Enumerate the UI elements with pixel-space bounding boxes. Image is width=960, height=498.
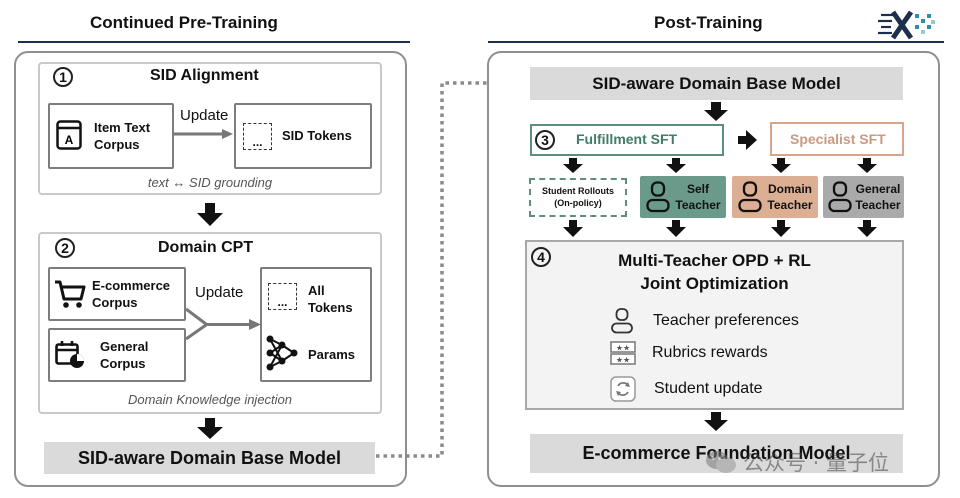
- calendar-chart-icon: [55, 341, 85, 369]
- opd-item-student-update: Student update: [610, 376, 763, 402]
- rubric-stars-icon: ★★ ★★: [610, 341, 636, 365]
- domain-cpt-title: Domain CPT: [158, 239, 254, 256]
- fulfillment-sft-label: Fulfillment SFT: [576, 131, 678, 147]
- down-arrow-left-2: [197, 418, 223, 440]
- opd-title-line1: Multi-Teacher OPD + RL: [618, 251, 811, 270]
- all-tokens-label: All Tokens: [308, 283, 353, 315]
- down-arrow-opd-2: [666, 220, 686, 238]
- domain-teacher-label: Domain Teacher: [767, 182, 813, 212]
- down-arrow-self-teacher: [666, 158, 686, 174]
- params-label: Params: [308, 347, 355, 362]
- right-title-rule: [488, 41, 944, 43]
- opd-item-teacher-preferences: Teacher preferences: [611, 308, 799, 334]
- teacher-preferences-label: Teacher preferences: [653, 312, 799, 329]
- teacher-icon: [738, 181, 762, 213]
- ecommerce-corpus-box: [48, 267, 186, 321]
- domain-teacher-box: Domain Teacher: [732, 176, 818, 218]
- item-text-corpus-label: Item Text Corpus: [94, 120, 151, 152]
- sid-tokens-label: SID Tokens: [282, 128, 352, 143]
- specialist-sft-box: [770, 122, 904, 156]
- refresh-icon: [610, 376, 636, 402]
- watermark: 公众号 · 量子位: [705, 447, 889, 477]
- step-2-badge: 2: [55, 238, 75, 258]
- general-teacher-box: General Teacher: [823, 176, 904, 218]
- student-rollouts-box: [529, 178, 627, 217]
- down-arrow-opd-3: [771, 220, 791, 238]
- svg-text:A: A: [65, 133, 74, 147]
- right-section-title: Post-Training: [654, 13, 763, 32]
- ellipsis-token-icon-2: ...: [268, 283, 297, 310]
- ellipsis-token-icon: ...: [243, 123, 272, 150]
- domain-cpt-caption: Domain Knowledge injection: [127, 392, 293, 407]
- fulfillment-sft-box: [530, 124, 724, 156]
- brand-logo-icon: [875, 9, 937, 41]
- left-output-model-bar: SID-aware Domain Base Model: [44, 442, 375, 474]
- watermark-text: 公众号 · 量子位: [743, 451, 890, 475]
- student-rollouts-label: Student Rollouts (On-policy): [542, 186, 614, 208]
- down-arrow-right-1: [704, 102, 728, 122]
- all-tokens-params-box: [260, 267, 372, 382]
- general-corpus-label: General Corpus: [100, 339, 149, 371]
- step-3-badge: 3: [535, 130, 555, 150]
- wechat-icon: [705, 449, 737, 475]
- self-teacher-box: Self Teacher: [640, 176, 726, 218]
- teacher-icon: [828, 181, 852, 213]
- right-input-model-bar: SID-aware Domain Base Model: [530, 67, 903, 100]
- down-arrow-opd-4: [857, 220, 877, 238]
- down-arrow-domain-teacher: [771, 158, 791, 174]
- step-1-badge: 1: [53, 67, 73, 87]
- document-icon: A: [56, 120, 82, 150]
- general-teacher-label: General Teacher: [855, 182, 901, 212]
- multi-teacher-opd-box: [525, 240, 904, 410]
- self-teacher-label: Self Teacher: [675, 182, 721, 212]
- down-arrow-general-teacher: [857, 158, 877, 174]
- item-text-corpus-box: [48, 103, 174, 169]
- ecommerce-corpus-label: E-commerce Corpus: [92, 278, 171, 310]
- opd-item-rubrics-rewards: ★★ ★★ Rubrics rewards: [610, 341, 768, 365]
- general-corpus-box: [48, 328, 186, 382]
- specialist-sft-label: Specialist SFT: [790, 131, 886, 147]
- sid-alignment-title: SID Alignment: [150, 67, 259, 84]
- sid-tokens-box: [234, 103, 372, 169]
- update-arrow-1: [174, 128, 234, 140]
- sid-alignment-caption: text ↔ SID grounding: [147, 175, 273, 190]
- update-label-1: Update: [180, 107, 229, 124]
- step-4-badge: 4: [531, 247, 551, 267]
- merge-update-arrow: [186, 305, 262, 345]
- svg-text:★★: ★★: [616, 356, 630, 365]
- update-label-2: Update: [195, 284, 244, 301]
- neural-network-icon: [266, 335, 298, 371]
- shopping-cart-icon: [54, 279, 86, 309]
- student-update-label: Student update: [654, 380, 763, 397]
- down-arrow-opd-1: [563, 220, 583, 238]
- opd-title-line2: Joint Optimization: [640, 274, 789, 293]
- rubrics-rewards-label: Rubrics rewards: [652, 344, 768, 361]
- down-arrow-left-1: [197, 203, 223, 227]
- right-arrow-to-specialist: [738, 130, 758, 150]
- down-arrow-rollouts: [563, 158, 583, 174]
- teacher-preference-icon: [611, 308, 635, 334]
- left-title-rule: [18, 41, 410, 43]
- teacher-icon: [646, 181, 670, 213]
- down-arrow-right-final: [704, 412, 728, 432]
- svg-text:★★: ★★: [616, 344, 630, 353]
- left-section-title: Continued Pre-Training: [90, 13, 278, 32]
